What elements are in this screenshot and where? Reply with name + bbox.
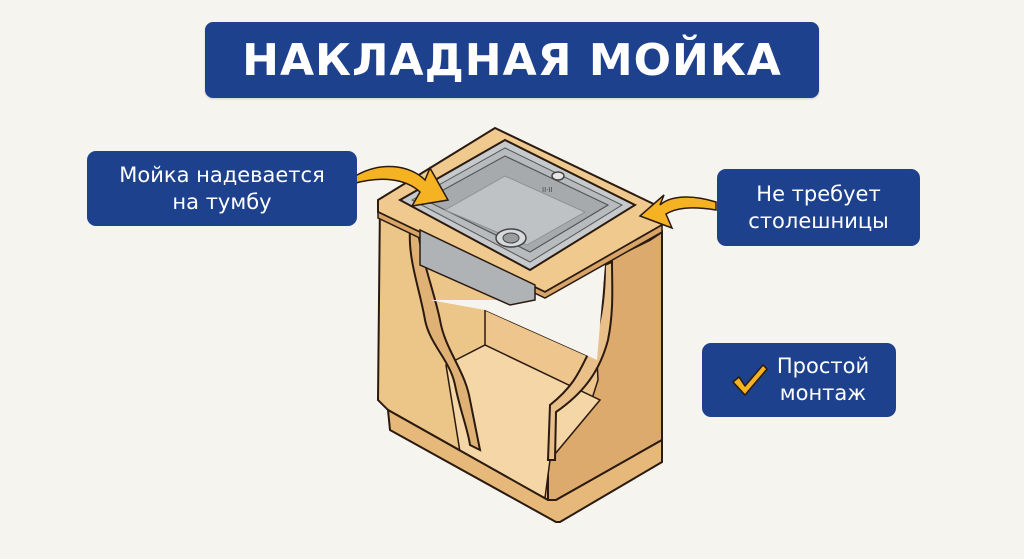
callout-left-line1: Мойка надевается xyxy=(119,162,325,187)
cabinet-cutaway-left xyxy=(408,228,482,452)
page-title: НАКЛАДНАЯ МОЙКА xyxy=(242,34,782,86)
callout-bottom-line1: Простой xyxy=(776,354,870,378)
arrow-right-icon xyxy=(638,194,717,230)
sink-body-underside xyxy=(419,228,536,306)
title-banner: НАКЛАДНАЯ МОЙКА xyxy=(205,22,819,98)
cabinet-plinth xyxy=(386,408,663,523)
callout-mounts-on-cabinet: Мойка надевается на тумбу xyxy=(87,151,357,226)
arrow-left-icon xyxy=(351,165,450,207)
callout-right-line1: Не требует xyxy=(756,181,881,206)
callout-bottom-line2: монтаж xyxy=(779,381,867,405)
callout-no-countertop: Не требует столешницы xyxy=(717,169,920,246)
sink-brand-mark: II·II xyxy=(542,186,552,194)
checkmark-icon xyxy=(732,364,768,396)
callout-left-line2: на тумбу xyxy=(172,189,272,214)
faucet-hole-icon xyxy=(551,171,565,181)
callout-easy-installation: Простой монтаж xyxy=(702,343,896,417)
callout-right-line2: столешницы xyxy=(748,208,889,233)
